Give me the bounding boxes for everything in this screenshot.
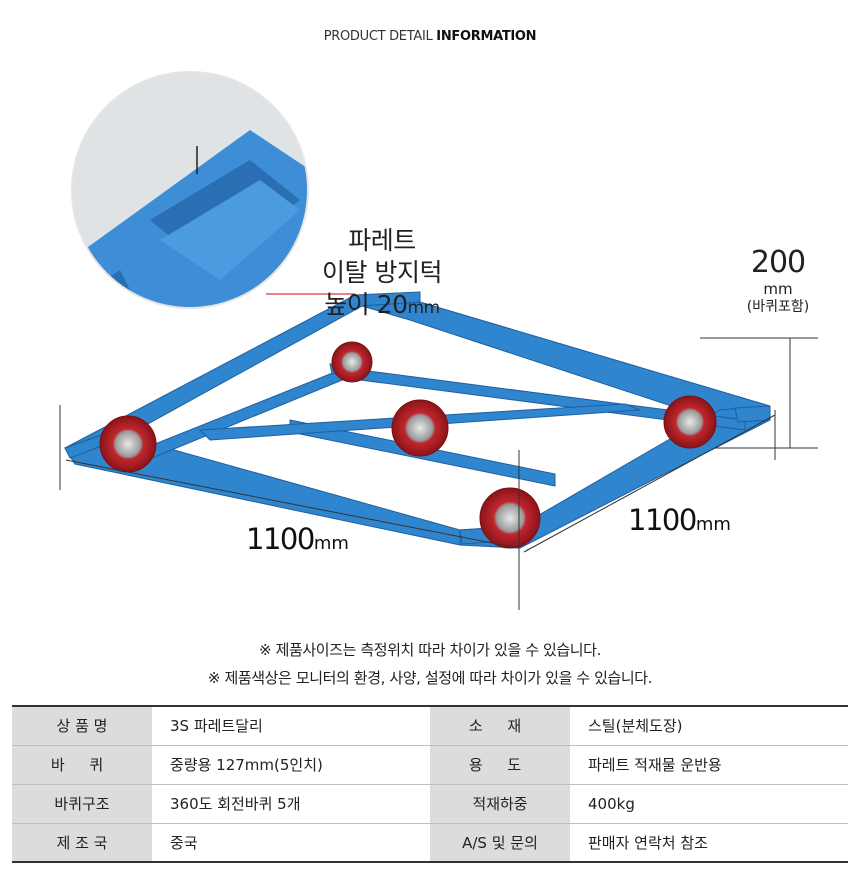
dolly-illustration (59, 71, 818, 610)
spec-value: 중량용 127mm(5인치) (152, 745, 430, 785)
width-unit: mm (313, 533, 349, 554)
note-color: ※ 제품색상은 모니터의 환경, 사양, 설정에 따라 차이가 있을 수 있습니… (207, 669, 653, 687)
section-header: PRODUCT DETAIL INFORMATION (0, 29, 860, 44)
height-note: (바퀴포함) (746, 299, 810, 315)
header-prefix: PRODUCT DETAIL (323, 29, 433, 44)
product-figure: 파레트 이탈 방지턱 높이 20mm (0, 70, 860, 630)
spec-key: 용 도 (430, 745, 570, 785)
width-value: 1100 (246, 522, 315, 556)
callout-line3: 높이 20 (324, 290, 408, 319)
table-row: 제 조 국 중국 A/S 및 문의 판매자 연락처 참조 (12, 823, 848, 863)
spec-value: 파레트 적재물 운반용 (570, 745, 848, 785)
spec-key: 적재하중 (430, 784, 570, 824)
height-dimension: 200 mm (바퀴포함) (728, 246, 828, 316)
note-size: ※ 제품사이즈는 측정위치 따라 차이가 있을 수 있습니다. (259, 641, 601, 659)
casters (99, 341, 717, 549)
spec-key: 바퀴구조 (12, 784, 152, 824)
spec-value: 360도 회전바퀴 5개 (152, 784, 430, 824)
spec-table: 상 품 명 3S 파레트달리 소 재 스틸(분체도장) 바 퀴 중량용 127m… (12, 705, 848, 863)
depth-value: 1100 (628, 503, 697, 537)
spec-value: 스틸(분체도장) (570, 705, 848, 746)
spec-key: A/S 및 문의 (430, 823, 570, 863)
depth-unit: mm (695, 514, 731, 535)
spec-value: 400kg (570, 784, 848, 824)
table-row: 상 품 명 3S 파레트달리 소 재 스틸(분체도장) (12, 705, 848, 746)
spec-key: 소 재 (430, 705, 570, 746)
callout-line3-wrap: 높이 20mm (322, 289, 442, 324)
spec-value: 3S 파레트달리 (152, 705, 430, 746)
spec-key: 바 퀴 (12, 745, 152, 785)
width-dimension: 1100mm (246, 522, 349, 556)
callout-line1: 파레트 (348, 226, 416, 255)
height-value: 200 (750, 245, 806, 280)
spec-value: 판매자 연락처 참조 (570, 823, 848, 863)
depth-dimension: 1100mm (628, 503, 731, 537)
height-unit: mm (763, 280, 793, 298)
callout-unit: mm (407, 298, 441, 318)
spec-key: 상 품 명 (12, 705, 152, 746)
spec-key: 제 조 국 (12, 823, 152, 863)
disclaimer-notes: ※ 제품사이즈는 측정위치 따라 차이가 있을 수 있습니다. ※ 제품색상은 … (0, 636, 860, 692)
table-row: 바퀴구조 360도 회전바퀴 5개 적재하중 400kg (12, 784, 848, 824)
spec-value: 중국 (152, 823, 430, 863)
zoom-detail-circle (72, 72, 308, 308)
callout-line2: 이탈 방지턱 (322, 258, 442, 287)
header-bold: INFORMATION (436, 29, 537, 44)
rail-height-callout: 파레트 이탈 방지턱 높이 20mm (322, 225, 442, 324)
dimension-lines (59, 337, 818, 610)
table-row: 바 퀴 중량용 127mm(5인치) 용 도 파레트 적재물 운반용 (12, 745, 848, 785)
